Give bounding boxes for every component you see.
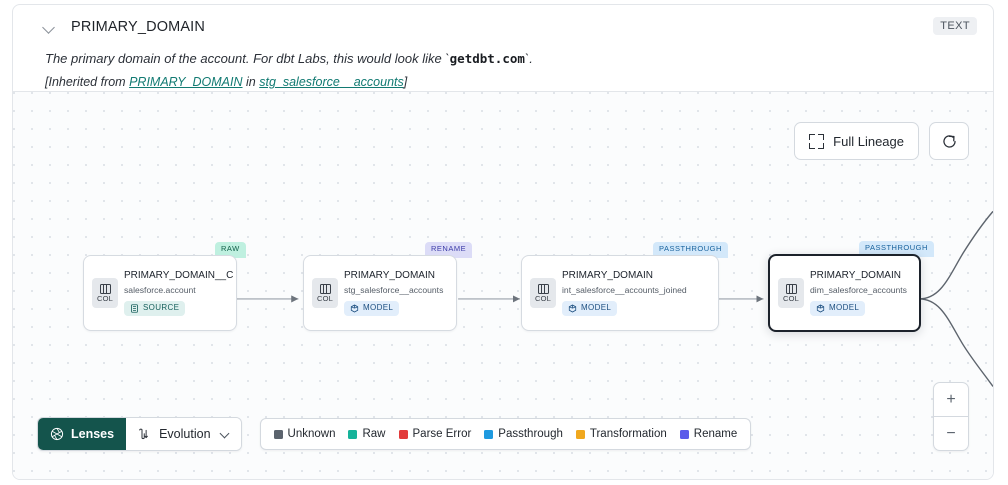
canvas-bottom-bar: Lenses Evolution Unknown (37, 417, 752, 451)
legend-item[interactable]: Passthrough (484, 428, 563, 440)
model-icon (568, 304, 577, 313)
refresh-icon (942, 134, 956, 148)
evolution-dropdown[interactable]: Evolution (126, 418, 241, 450)
col-icon: COL (778, 278, 804, 308)
node-table-name: stg_salesforce__accounts (344, 284, 444, 295)
lineage-canvas[interactable]: Full Lineage RAW COL PRIMARY_DOMAIN__C (13, 91, 993, 479)
evolution-icon (139, 428, 148, 439)
description-suffix: `. (524, 51, 533, 66)
col-icon-label: COL (316, 293, 334, 303)
node-kind-badge: MODEL (562, 300, 618, 316)
page-title: PRIMARY_DOMAIN (71, 19, 205, 35)
legend-item[interactable]: Raw (348, 428, 386, 440)
node-kind-label: MODEL (829, 303, 860, 313)
lineage-node-dim-salesforce-accounts[interactable]: COL PRIMARY_DOMAIN dim_salesforce_accoun… (768, 254, 921, 332)
legend-swatch (679, 429, 689, 439)
column-description: The primary domain of the account. For d… (45, 50, 977, 68)
lineage-edges (236, 210, 993, 387)
node-table-name: int_salesforce__accounts_joined (562, 284, 687, 295)
node-tag-raw: RAW (215, 242, 246, 258)
description-code: getdbt.com (449, 51, 525, 66)
legend-item[interactable]: Unknown (273, 428, 336, 440)
node-body: PRIMARY_DOMAIN__C salesforce.account SOU… (124, 270, 236, 316)
inherited-suffix: ] (403, 74, 408, 89)
legend-label: Raw (362, 428, 386, 440)
node-kind-badge: SOURCE (124, 300, 186, 316)
lenses-group: Lenses Evolution (37, 417, 242, 451)
col-icon-label: COL (534, 293, 552, 303)
source-icon (131, 303, 138, 313)
title-row: PRIMARY_DOMAIN (29, 15, 977, 39)
legend-label: Transformation (589, 428, 667, 440)
inherited-middle: in (242, 74, 260, 89)
model-icon (350, 304, 359, 313)
inherited-column-link[interactable]: PRIMARY_DOMAIN (129, 74, 243, 89)
col-icon-label: COL (96, 293, 114, 303)
type-badge: TEXT (933, 17, 977, 35)
node-column-name: PRIMARY_DOMAIN__C (124, 270, 234, 282)
canvas-top-controls: Full Lineage (794, 122, 969, 160)
chevron-down-icon (221, 430, 230, 439)
model-icon (816, 304, 825, 313)
inherited-prefix: [Inherited from (45, 74, 130, 89)
description-prefix: The primary domain of the account. For d… (45, 51, 450, 66)
node-kind-badge: MODEL (344, 300, 400, 316)
node-body: PRIMARY_DOMAIN stg_salesforce__accounts … (344, 270, 449, 316)
node-column-name: PRIMARY_DOMAIN (810, 270, 901, 282)
node-tag-rename: RENAME (425, 242, 473, 258)
lenses-label: Lenses (71, 427, 115, 441)
node-tag-passthrough-selected: PASSTHROUGH (859, 241, 934, 257)
legend-item[interactable]: Transformation (575, 428, 667, 440)
legend-label: Rename (693, 428, 738, 440)
zoom-out-button[interactable]: − (934, 416, 968, 450)
lineage-node-salesforce-account[interactable]: COL PRIMARY_DOMAIN__C salesforce.account… (83, 255, 237, 331)
legend-label: Passthrough (498, 428, 563, 440)
inherited-model-link[interactable]: stg_salesforce__accounts (259, 74, 404, 89)
aperture-icon (50, 427, 64, 441)
col-icon-label: COL (782, 293, 800, 303)
card-header: PRIMARY_DOMAIN TEXT The primary domain o… (13, 5, 993, 91)
legend: Unknown Raw Parse Error Passthrough (259, 418, 752, 450)
legend-item[interactable]: Rename (679, 428, 738, 440)
full-lineage-label: Full Lineage (833, 133, 904, 149)
node-kind-label: MODEL (581, 303, 612, 313)
legend-item[interactable]: Parse Error (398, 428, 472, 440)
col-icon: COL (312, 278, 338, 308)
chevron-down-icon[interactable] (41, 19, 57, 35)
lineage-node-int-salesforce-accounts-joined[interactable]: COL PRIMARY_DOMAIN int_salesforce__accou… (521, 255, 719, 331)
inherited-from-note: [Inherited from PRIMARY_DOMAIN in stg_sa… (45, 75, 977, 89)
refresh-button[interactable] (929, 122, 969, 160)
legend-swatch (484, 429, 494, 439)
lineage-node-stg-salesforce-accounts[interactable]: COL PRIMARY_DOMAIN stg_salesforce__accou… (303, 255, 457, 331)
evolution-label: Evolution (159, 427, 211, 441)
node-kind-badge: MODEL (810, 300, 866, 316)
node-table-name: salesforce.account (124, 284, 196, 295)
legend-label: Parse Error (412, 428, 472, 440)
full-lineage-button[interactable]: Full Lineage (794, 122, 919, 160)
legend-label: Unknown (287, 428, 336, 440)
legend-swatch (575, 429, 585, 439)
node-column-name: PRIMARY_DOMAIN (562, 270, 653, 282)
node-table-name: dim_salesforce_accounts (810, 284, 907, 295)
node-tag-passthrough: PASSTHROUGH (653, 242, 728, 258)
legend-swatch (348, 429, 358, 439)
node-body: PRIMARY_DOMAIN dim_salesforce_accounts M… (810, 270, 913, 316)
node-body: PRIMARY_DOMAIN int_salesforce__accounts_… (562, 270, 693, 316)
column-detail-card: PRIMARY_DOMAIN TEXT The primary domain o… (12, 4, 994, 480)
node-kind-label: SOURCE (143, 303, 180, 313)
lenses-button[interactable]: Lenses (38, 418, 127, 450)
col-icon: COL (530, 278, 556, 308)
node-kind-label: MODEL (363, 303, 394, 313)
expand-frame-icon (809, 133, 825, 149)
legend-swatch (398, 429, 408, 439)
node-column-name: PRIMARY_DOMAIN (344, 270, 435, 282)
col-icon: COL (92, 278, 118, 308)
legend-swatch (273, 429, 283, 439)
zoom-controls: + − (933, 382, 969, 451)
zoom-in-button[interactable]: + (946, 390, 956, 408)
